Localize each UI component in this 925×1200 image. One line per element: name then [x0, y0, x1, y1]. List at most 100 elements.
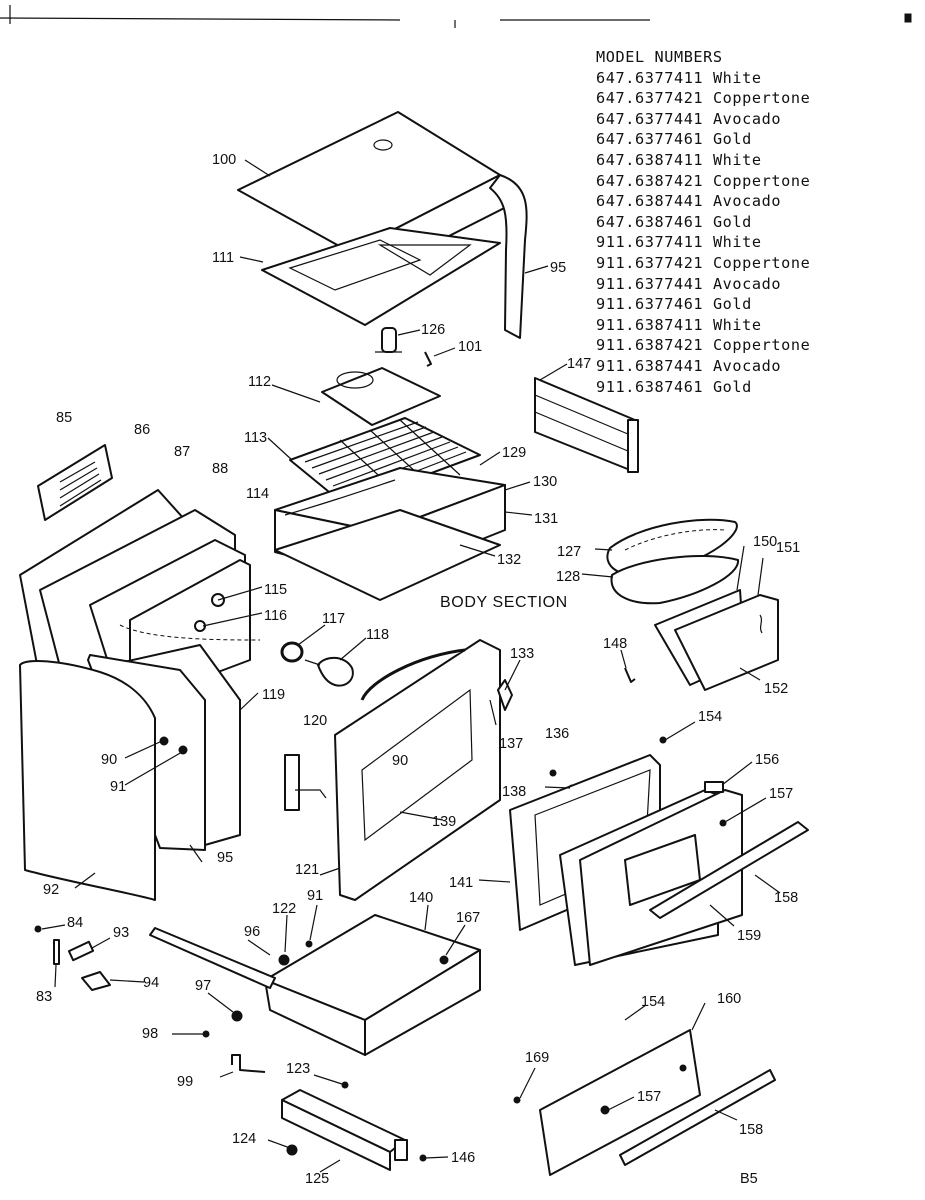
- model-numbers-heading: MODEL NUMBERS: [596, 48, 723, 66]
- label-98: 98: [142, 1026, 158, 1042]
- label-113: 113: [244, 430, 267, 446]
- label-150: 150: [753, 534, 777, 550]
- label-138: 138: [502, 784, 526, 800]
- clip-part-101: [424, 351, 432, 367]
- model-number-row: 647.6377461 Gold: [596, 129, 916, 150]
- handle-part-158: [619, 1069, 776, 1166]
- label-136: 136: [545, 726, 569, 742]
- label-124: 124: [232, 1131, 256, 1147]
- label-95-side: 95: [217, 850, 233, 866]
- bracket-part-93: [67, 940, 95, 962]
- model-number: 647.6387421: [596, 171, 704, 190]
- label-97: 97: [195, 978, 211, 994]
- label-154-bottom: 154: [641, 994, 665, 1010]
- label-152: 152: [764, 681, 788, 697]
- model-color: Gold: [712, 212, 752, 231]
- model-number: 647.6387441: [596, 192, 704, 211]
- label-83: 83: [36, 989, 52, 1005]
- outer-side-panel-part-92: [19, 659, 156, 901]
- label-146: 146: [451, 1150, 475, 1166]
- screw-part-123: [341, 1081, 349, 1089]
- model-number-row: 911.6387461 Gold: [596, 377, 916, 398]
- label-85: 85: [56, 410, 72, 426]
- model-color: Coppertone: [712, 171, 811, 190]
- label-120: 120: [303, 713, 327, 729]
- drip-tray-part-111: [261, 227, 501, 326]
- label-125: 125: [305, 1171, 329, 1187]
- model-number-row: 911.6387411 White: [596, 315, 916, 336]
- model-color: Avocado: [712, 356, 782, 375]
- model-number-row: 647.6387411 White: [596, 150, 916, 171]
- label-156: 156: [755, 752, 779, 768]
- label-122: 122: [272, 901, 296, 917]
- hinge-part-120: [284, 754, 327, 811]
- screw-part-90: [159, 736, 169, 746]
- label-111: 111: [212, 250, 234, 266]
- label-115: 115: [264, 582, 287, 598]
- hinge-part-156: [704, 781, 724, 793]
- model-color: Coppertone: [712, 89, 811, 108]
- label-86: 86: [134, 422, 150, 438]
- screw-part-157: [719, 819, 727, 827]
- label-141: 141: [449, 875, 473, 891]
- bracket-part-94: [81, 971, 111, 991]
- model-number-row: 911.6387441 Avocado: [596, 356, 916, 377]
- label-119: 119: [262, 687, 285, 703]
- label-126: 126: [421, 322, 445, 338]
- label-133: 133: [510, 646, 534, 662]
- label-169: 169: [525, 1050, 549, 1066]
- label-88: 88: [212, 461, 228, 477]
- broiler-door-part-152: [654, 589, 779, 691]
- model-number-row: 911.6377441 Avocado: [596, 274, 916, 295]
- label-129: 129: [502, 445, 526, 461]
- scan-edge-marks: [0, 5, 912, 28]
- label-94: 94: [143, 975, 159, 991]
- model-number: 911.6387461: [596, 377, 704, 396]
- label-92: 92: [43, 882, 59, 898]
- top-side-panel-part-95: [489, 174, 528, 339]
- leader-lines: [41, 159, 781, 1173]
- model-color: Avocado: [712, 109, 782, 128]
- screw-part-98: [202, 1030, 210, 1038]
- label-96: 96: [244, 924, 260, 940]
- model-number: 647.6377411: [596, 68, 704, 87]
- label-91-drawer: 91: [307, 888, 323, 904]
- model-color: Gold: [712, 130, 752, 149]
- label-137: 137: [499, 736, 523, 752]
- label-117: 117: [322, 611, 345, 627]
- vent-louver-part-85: [37, 444, 113, 521]
- label-123: 123: [286, 1061, 310, 1077]
- screw-part-91: [305, 940, 313, 948]
- model-number: 647.6377441: [596, 109, 704, 128]
- clip-part-148: [624, 667, 636, 683]
- model-color: White: [712, 233, 762, 252]
- label-154-top: 154: [698, 709, 722, 725]
- label-148: 148: [603, 636, 627, 652]
- model-number: 647.6377421: [596, 89, 704, 108]
- model-color: Gold: [712, 377, 752, 396]
- bottom-panel-part-160: [539, 1029, 701, 1176]
- model-number-row: 911.6377411 White: [596, 232, 916, 253]
- model-color: White: [712, 68, 762, 87]
- drawer-rail-part-96: [149, 927, 276, 989]
- model-number: 911.6377421: [596, 253, 704, 272]
- door-spring-part-137: [489, 699, 497, 726]
- model-number: 911.6387441: [596, 356, 704, 375]
- model-number-row: 911.6377421 Coppertone: [596, 253, 916, 274]
- bracket-part-99: [231, 1054, 266, 1073]
- model-color: Avocado: [712, 192, 782, 211]
- model-color: Coppertone: [712, 336, 811, 355]
- label-151: 151: [776, 540, 800, 556]
- screw-part-167: [439, 955, 449, 965]
- model-number: 911.6387411: [596, 315, 704, 334]
- lamp-bulb-part-118: [304, 656, 354, 687]
- screw-part-136: [549, 769, 557, 777]
- foot-part-124: [286, 1144, 298, 1156]
- label-84: 84: [67, 915, 83, 931]
- lamp-socket-part-117: [280, 641, 304, 663]
- model-number: 647.6387411: [596, 150, 704, 169]
- label-95-top: 95: [550, 260, 566, 276]
